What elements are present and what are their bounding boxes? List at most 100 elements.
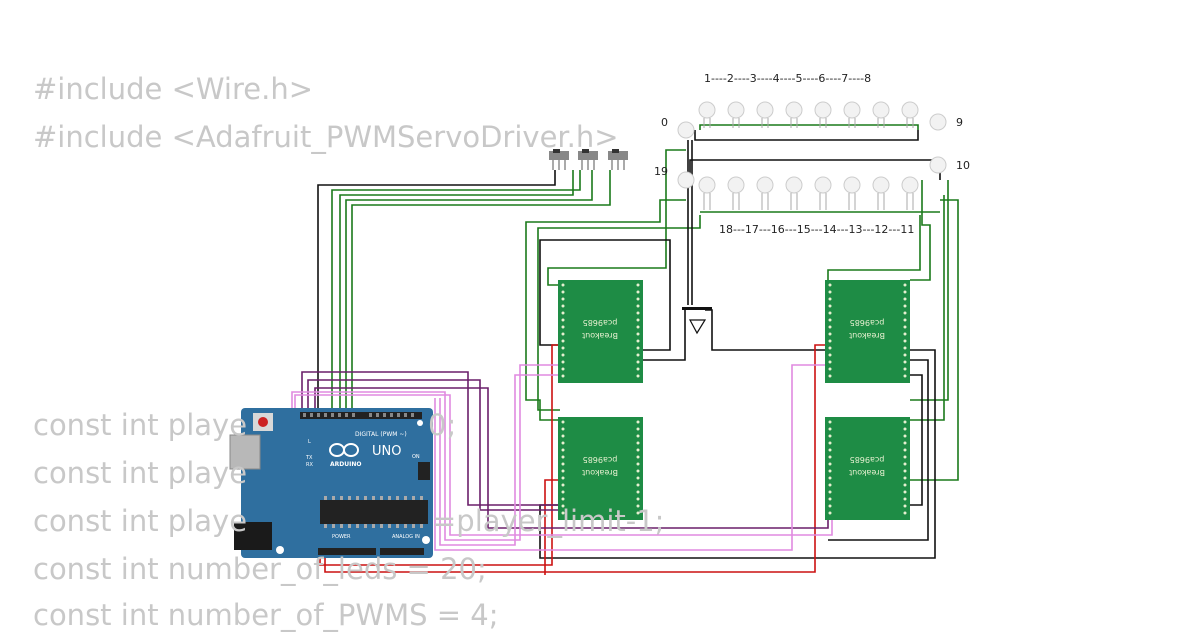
led-label-19: 19 bbox=[654, 165, 668, 178]
wire-mod-black-3 bbox=[828, 359, 929, 541]
wire-mod-black-1 bbox=[539, 245, 560, 346]
led-label-9: 9 bbox=[956, 116, 963, 129]
module-label: Breakout bbox=[582, 331, 618, 340]
led-label-10: 10 bbox=[956, 159, 970, 172]
digital-header-label: DIGITAL (PWM ~) bbox=[355, 431, 407, 438]
wire-led-green-r3 bbox=[827, 215, 921, 280]
wire-mod-black-4 bbox=[910, 374, 923, 506]
code-line-5: const int playe bbox=[33, 504, 248, 538]
wire-switch-green-1 bbox=[339, 170, 574, 412]
wire-led-green-r1 bbox=[910, 180, 931, 281]
wire-led-bot-black bbox=[689, 159, 941, 180]
pwm-module-bottom-left[interactable]: Breakout pca9685 bbox=[558, 417, 643, 520]
module-chip: pca9685 bbox=[583, 455, 618, 464]
wire-led-green-l1 bbox=[547, 149, 686, 286]
wire-led-green-r5 bbox=[910, 195, 945, 421]
module-label: Breakout bbox=[582, 468, 618, 477]
wire-gnd-4 bbox=[643, 310, 686, 361]
code-line-3: const int playe bbox=[33, 408, 248, 442]
wire-purple-2 bbox=[307, 379, 560, 511]
wire-red-2 bbox=[324, 344, 828, 573]
wire-purple-1 bbox=[301, 371, 560, 506]
led-15 bbox=[785, 176, 803, 194]
arduino-rx-label: RX bbox=[306, 462, 313, 468]
switch-3[interactable] bbox=[608, 149, 628, 170]
led-bottom-row bbox=[698, 176, 919, 194]
switch-2[interactable] bbox=[578, 149, 598, 170]
wire-switch-green-2 bbox=[345, 170, 593, 412]
wire-gnd-3 bbox=[705, 309, 828, 351]
led-top-row bbox=[698, 101, 919, 119]
led-4 bbox=[785, 101, 803, 119]
module-chip: pca9685 bbox=[583, 318, 618, 327]
pwm-module-top-right[interactable]: Breakout pca9685 bbox=[825, 280, 910, 383]
led-2 bbox=[727, 101, 745, 119]
wire-switch-green-3 bbox=[351, 170, 611, 412]
led-14 bbox=[814, 176, 832, 194]
usb-port bbox=[229, 434, 261, 470]
power-header-label: POWER bbox=[332, 534, 351, 540]
slide-switches bbox=[549, 149, 628, 170]
led-18 bbox=[698, 176, 716, 194]
code-line-6: const int number_of_leds = 20; bbox=[33, 552, 487, 586]
code-line-4: const int playe bbox=[33, 456, 248, 490]
led-5 bbox=[814, 101, 832, 119]
led-label-top: 1----2----3----4----5----6----7----8 bbox=[704, 72, 871, 85]
switch-1[interactable] bbox=[549, 149, 569, 170]
code-line-1: #include <Wire.h> bbox=[33, 72, 314, 106]
wire-led-top-black bbox=[694, 130, 919, 141]
pwm-module-top-left[interactable]: Breakout pca9685 bbox=[558, 280, 643, 383]
analog-header-label: ANALOG IN bbox=[392, 534, 420, 540]
module-chip: pca9685 bbox=[850, 455, 885, 464]
reset-button[interactable] bbox=[258, 417, 268, 427]
wire-red-1 bbox=[319, 344, 560, 566]
led-9 bbox=[929, 113, 947, 131]
led-0 bbox=[677, 121, 695, 139]
wire-led-green-l3 bbox=[537, 215, 701, 411]
code-line-3-tail: 0; bbox=[428, 408, 457, 442]
wire-pink-2 bbox=[291, 364, 560, 541]
wire-pink-1 bbox=[294, 394, 833, 536]
arduino-on-label: ON bbox=[412, 454, 420, 460]
wire-led-green-r4 bbox=[910, 199, 959, 481]
led-16 bbox=[756, 176, 774, 194]
arduino-logo-icon bbox=[329, 443, 359, 457]
wires bbox=[291, 124, 959, 575]
led-array: 1----2----3----4----5----6----7----8 18-… bbox=[654, 72, 970, 236]
led-label-0: 0 bbox=[661, 116, 668, 129]
code-line-2: #include <Adafruit_PWMServoDriver.h> bbox=[33, 120, 619, 154]
atmega-chip bbox=[320, 500, 428, 524]
arduino-brand: ARDUINO bbox=[330, 461, 361, 468]
arduino-tx-label: TX bbox=[305, 455, 313, 461]
wire-led-green-l2 bbox=[525, 199, 686, 421]
arduino-uno-board[interactable]: DIGITAL (PWM ~) UNO ARDUINO L TX RX ON P… bbox=[229, 408, 433, 558]
led-10 bbox=[929, 156, 947, 174]
code-line-7: const int number_of_PWMS = 4; bbox=[33, 598, 499, 632]
wire-led-top-bus bbox=[699, 124, 919, 130]
led-1 bbox=[698, 101, 716, 119]
led-6 bbox=[843, 101, 861, 119]
led-11 bbox=[901, 176, 919, 194]
wire-pink-3 bbox=[439, 374, 560, 546]
led-3 bbox=[756, 101, 774, 119]
pwm-module-bottom-right[interactable]: Breakout pca9685 bbox=[825, 417, 910, 520]
module-label: Breakout bbox=[849, 468, 885, 477]
led-12 bbox=[872, 176, 890, 194]
wire-led-green-r2 bbox=[910, 180, 949, 401]
led-7 bbox=[872, 101, 890, 119]
wire-switch-black bbox=[317, 170, 556, 412]
led-19 bbox=[677, 171, 695, 189]
ground-symbol bbox=[682, 307, 712, 335]
led-17 bbox=[727, 176, 745, 194]
wire-pink-4 bbox=[434, 364, 828, 551]
arduino-l-label: L bbox=[308, 439, 311, 445]
wire-mod-black-5 bbox=[539, 239, 671, 351]
arduino-model: UNO bbox=[372, 444, 401, 459]
wire-switch-green-4 bbox=[331, 170, 581, 412]
led-label-bottom: 18---17---16---15---14---13---12---11 bbox=[719, 223, 914, 236]
code-line-5-tail: =player_limit-1; bbox=[432, 504, 665, 538]
wire-red-5 bbox=[544, 479, 560, 575]
led-13 bbox=[843, 176, 861, 194]
power-jack bbox=[234, 522, 272, 550]
